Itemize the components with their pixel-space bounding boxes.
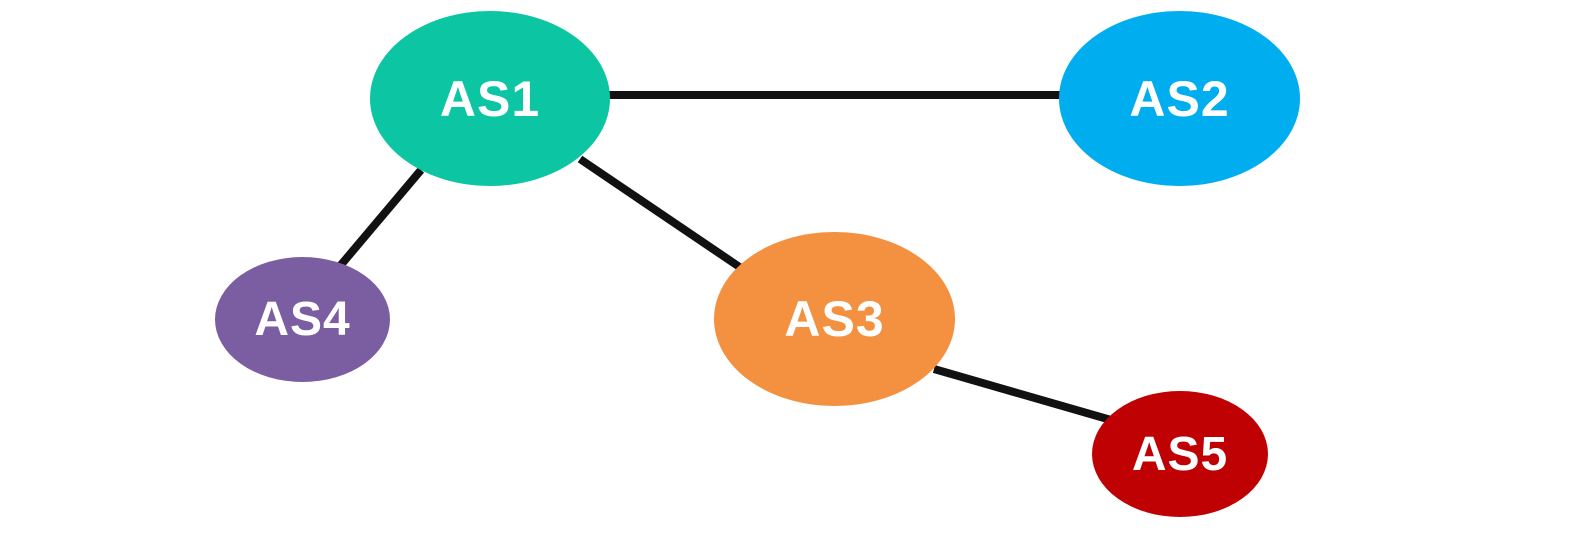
node-as4-label: AS4 xyxy=(254,293,351,346)
node-as5[interactable]: AS5 xyxy=(1092,391,1268,517)
node-as3[interactable]: AS3 xyxy=(714,232,955,406)
node-as2[interactable]: AS2 xyxy=(1059,11,1300,186)
node-as4[interactable]: AS4 xyxy=(215,257,390,382)
node-as1-label: AS1 xyxy=(439,70,541,127)
link-as1-as3 xyxy=(577,155,744,272)
node-as2-label: AS2 xyxy=(1129,70,1230,127)
node-as3-label: AS3 xyxy=(784,291,885,347)
node-as1[interactable]: AS1 xyxy=(370,11,610,186)
node-as5-label: AS5 xyxy=(1131,427,1229,481)
link-as3-as5 xyxy=(932,365,1113,424)
link-as1-as4 xyxy=(336,167,425,269)
